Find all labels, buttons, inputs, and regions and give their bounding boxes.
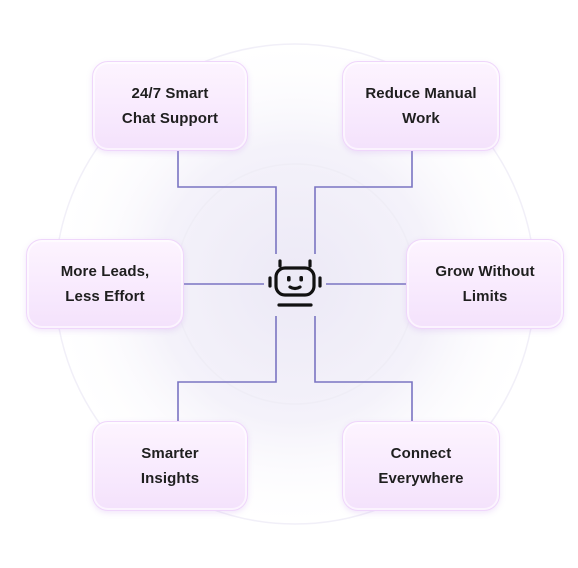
card-connect-everywhere: Connect Everywhere xyxy=(342,421,500,511)
card-reduce-manual-work: Reduce Manual Work xyxy=(342,61,500,151)
card-label: More Leads, Less Effort xyxy=(61,259,150,309)
connector-bottom-left xyxy=(177,316,277,421)
card-line-2: Everywhere xyxy=(378,470,464,487)
connector-top-right xyxy=(314,151,413,254)
card-label: Connect Everywhere xyxy=(378,441,463,491)
card-line-1: Connect xyxy=(390,445,452,462)
card-line-1: Smarter xyxy=(141,445,199,462)
card-line-1: Grow Without xyxy=(435,263,535,280)
card-more-leads: More Leads, Less Effort xyxy=(26,239,184,329)
card-line-2: Insights xyxy=(140,470,200,487)
card-line-1: 24/7 Smart xyxy=(131,85,209,102)
card-line-2: Less Effort xyxy=(65,288,145,305)
card-label: 24/7 Smart Chat Support xyxy=(122,81,218,131)
card-line-1: More Leads, xyxy=(60,263,150,280)
card-label: Reduce Manual Work xyxy=(365,81,476,131)
card-label: Grow Without Limits xyxy=(435,259,534,309)
connector-top-left xyxy=(177,151,277,254)
card-label: Smarter Insights xyxy=(141,441,199,491)
card-smarter-insights: Smarter Insights xyxy=(92,421,248,511)
robot-icon xyxy=(268,259,322,307)
card-grow-without-limits: Grow Without Limits xyxy=(406,239,564,329)
connector-bottom-right xyxy=(314,316,413,421)
card-line-2: Work xyxy=(402,110,440,127)
card-line-1: Reduce Manual xyxy=(365,85,477,102)
card-line-2: Chat Support xyxy=(121,110,219,127)
card-smart-chat-support: 24/7 Smart Chat Support xyxy=(92,61,248,151)
card-line-2: Limits xyxy=(462,288,508,305)
